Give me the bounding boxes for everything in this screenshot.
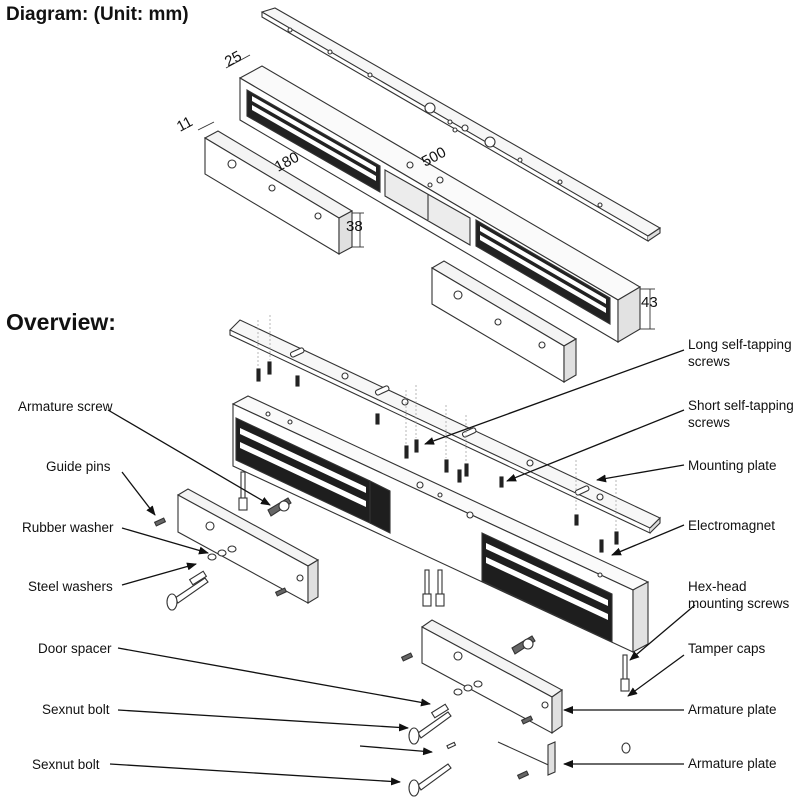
top-mounting-plate-drawing (260, 7, 662, 242)
label-rubber-washer: Rubber washer (22, 520, 114, 535)
right-hardware-drawing (400, 569, 631, 797)
leader-guide-pins (121, 471, 156, 516)
label-long-self-tapping-screws: Long self-tapping screws (688, 337, 792, 369)
leader-electromagnet (611, 524, 685, 556)
label-tamper-caps: Tamper caps (688, 641, 766, 656)
leader-tamper-caps (627, 654, 685, 697)
overview-exploded-view (153, 315, 661, 797)
label-hex-head-mounting-screws: Hex-head mounting screws (688, 579, 790, 611)
leader-mounting-plate (596, 464, 685, 483)
label-electromagnet: Electromagnet (688, 518, 776, 533)
leader-armature-screw (107, 409, 271, 506)
label-sexnut-bolt-1: Sexnut bolt (42, 702, 110, 717)
mounting-plate-drawing (229, 319, 661, 534)
electromagnet-drawing (238, 65, 642, 343)
leader-lines (107, 349, 696, 786)
left-hardware-drawing (153, 471, 292, 611)
leader-sexnut-bolt-1b (359, 745, 433, 756)
overview-heading: Overview: (6, 309, 116, 335)
dimension-38: 38 (346, 218, 363, 235)
label-sexnut-bolt-2: Sexnut bolt (32, 757, 100, 772)
leader-rubber-washer (121, 527, 209, 555)
dimension-43: 43 (641, 294, 658, 311)
dimension-11: 11 (174, 113, 196, 135)
leader-long-screws (424, 349, 685, 445)
leader-hex-head-screws (629, 604, 696, 661)
armature-plate-right-drawing (430, 260, 578, 383)
leader-short-screws (506, 409, 685, 482)
guide-dashed-lines (257, 315, 617, 530)
diagram-heading: Diagram: (Unit: mm) (6, 4, 189, 25)
label-mounting-plate: Mounting plate (688, 458, 777, 473)
leader-steel-washers (121, 562, 197, 586)
label-armature-plate-2: Armature plate (688, 756, 777, 771)
leader-door-spacer (117, 647, 431, 707)
electromagnet-overview-drawing (231, 395, 650, 653)
armature-plate-right-overview-drawing (420, 619, 564, 735)
armature-plate-left-overview-drawing (176, 488, 320, 604)
label-armature-plate-1: Armature plate (688, 702, 777, 717)
label-door-spacer: Door spacer (38, 641, 112, 656)
dimension-lines (197, 54, 655, 330)
leader-sexnut-bolt-1 (117, 709, 409, 732)
self-tapping-screws-drawing (256, 361, 619, 553)
leader-sexnut-bolt-2 (109, 763, 401, 786)
label-armature-screw: Armature screw (18, 399, 113, 414)
armature-plate-left-drawing (203, 130, 354, 255)
label-guide-pins: Guide pins (46, 459, 111, 474)
label-short-self-tapping-screws: Short self-tapping screws (688, 398, 794, 430)
dimension-25: 25 (222, 48, 245, 71)
label-steel-washers: Steel washers (28, 579, 113, 594)
diagram-top-view (197, 7, 662, 383)
